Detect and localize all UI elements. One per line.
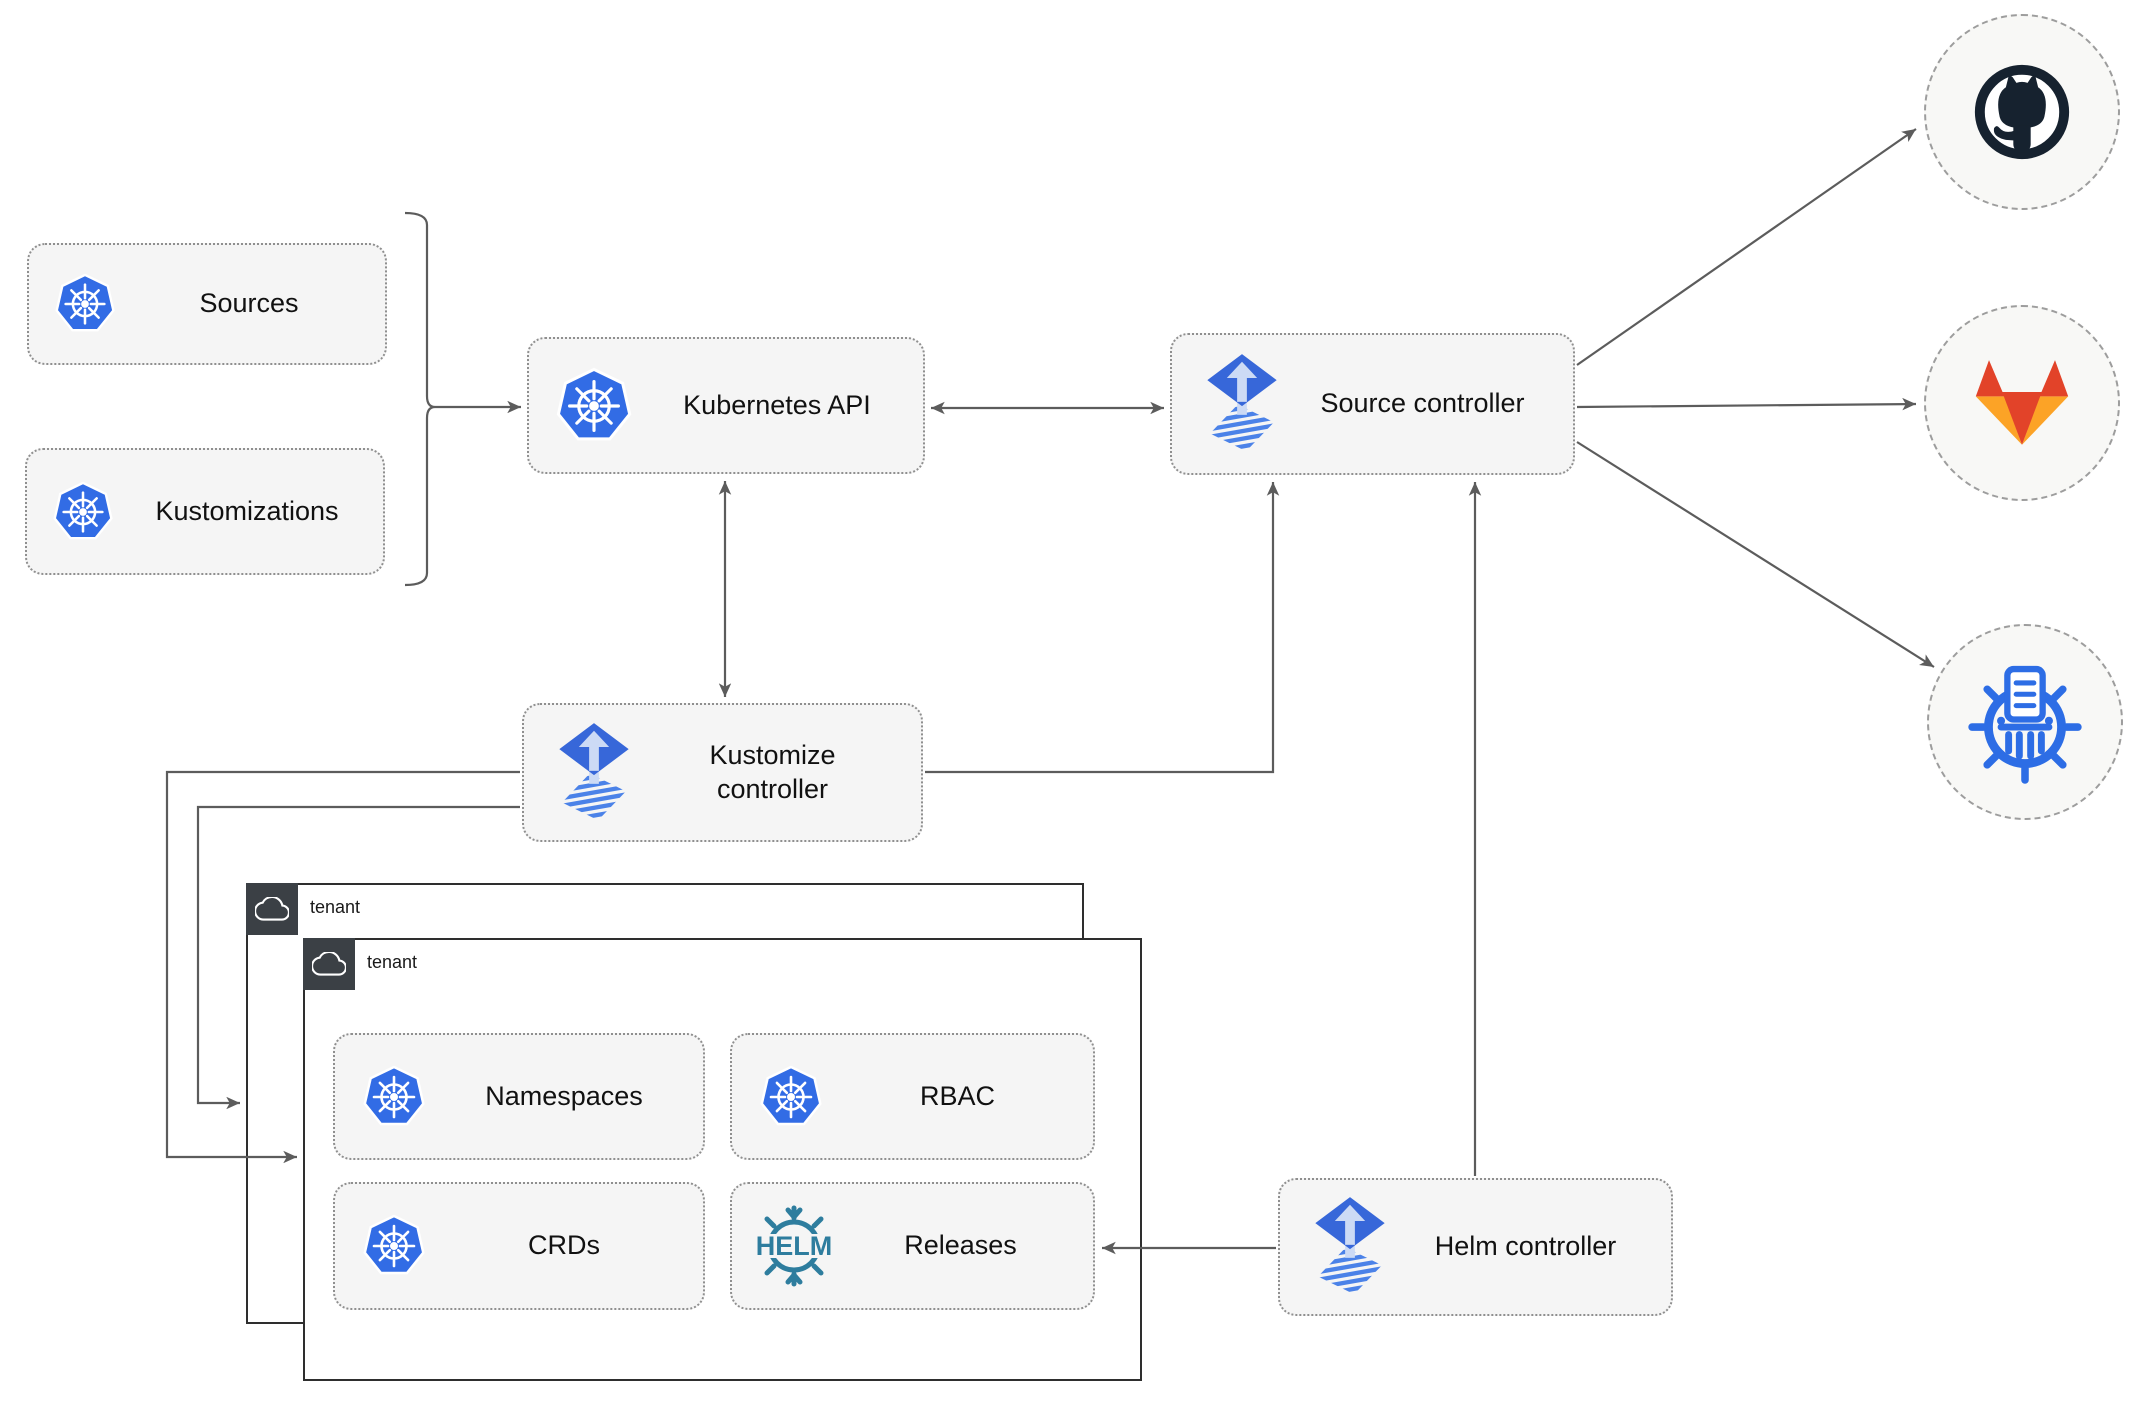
node-label: Sources — [199, 288, 299, 319]
node-rbac: RBAC — [730, 1033, 1095, 1160]
node-sources: Sources — [27, 243, 387, 365]
kubernetes-icon — [27, 481, 139, 543]
node-kubernetes-api: Kubernetes API — [527, 337, 925, 474]
endpoint-helm-repository — [1927, 624, 2123, 820]
gitlab-icon — [1975, 360, 2069, 445]
tenant-label: tenant — [310, 897, 361, 917]
helm-icon: HELM — [732, 1198, 856, 1294]
cloud-icon — [312, 952, 346, 976]
kubernetes-icon — [335, 1214, 453, 1278]
node-label: Kustomizations — [155, 495, 339, 526]
kubernetes-icon — [335, 1065, 453, 1129]
node-label: Helm controller — [1434, 1231, 1617, 1262]
node-label: Source controller — [1320, 388, 1525, 419]
kubernetes-icon — [529, 367, 659, 445]
chartmuseum-icon — [1968, 665, 2082, 784]
kubernetes-icon — [732, 1065, 850, 1129]
endpoint-gitlab — [1924, 305, 2120, 501]
helm-wordmark: HELM — [756, 1231, 833, 1261]
cloud-icon — [255, 897, 289, 921]
wire-kustomize-to-source-controller — [925, 482, 1280, 774]
wire-source-to-helm-repository — [1576, 441, 1935, 668]
flux-icon — [524, 721, 664, 825]
node-kustomize-controller: Kustomize controller — [522, 703, 923, 842]
wire-source-to-gitlab — [1576, 397, 1917, 411]
wire-source-to-github — [1576, 128, 1917, 366]
tenant-badge — [246, 883, 298, 935]
node-label: Namespaces — [485, 1080, 643, 1111]
node-label: RBAC — [919, 1080, 995, 1111]
endpoint-github — [1924, 14, 2120, 210]
flux-icon — [1280, 1195, 1420, 1299]
node-releases: HELM Releases — [730, 1182, 1095, 1310]
github-icon — [1974, 64, 2070, 160]
node-helm-controller: Helm controller — [1278, 1178, 1673, 1316]
node-namespaces: Namespaces — [333, 1033, 705, 1160]
node-label: CRDs — [528, 1230, 600, 1261]
flux-icon — [1172, 352, 1312, 456]
node-label: Releases — [904, 1230, 1017, 1261]
kubernetes-icon — [29, 273, 141, 335]
node-kustomizations: Kustomizations — [25, 448, 385, 575]
tenant-badge — [303, 938, 355, 990]
wire-brace-sources-group — [404, 211, 436, 587]
node-crds: CRDs — [333, 1182, 705, 1310]
tenant-label: tenant — [367, 952, 418, 972]
node-label: Kubernetes API — [683, 389, 871, 420]
node-source-controller: Source controller — [1170, 333, 1575, 475]
node-label: Kustomize controller — [709, 739, 836, 804]
